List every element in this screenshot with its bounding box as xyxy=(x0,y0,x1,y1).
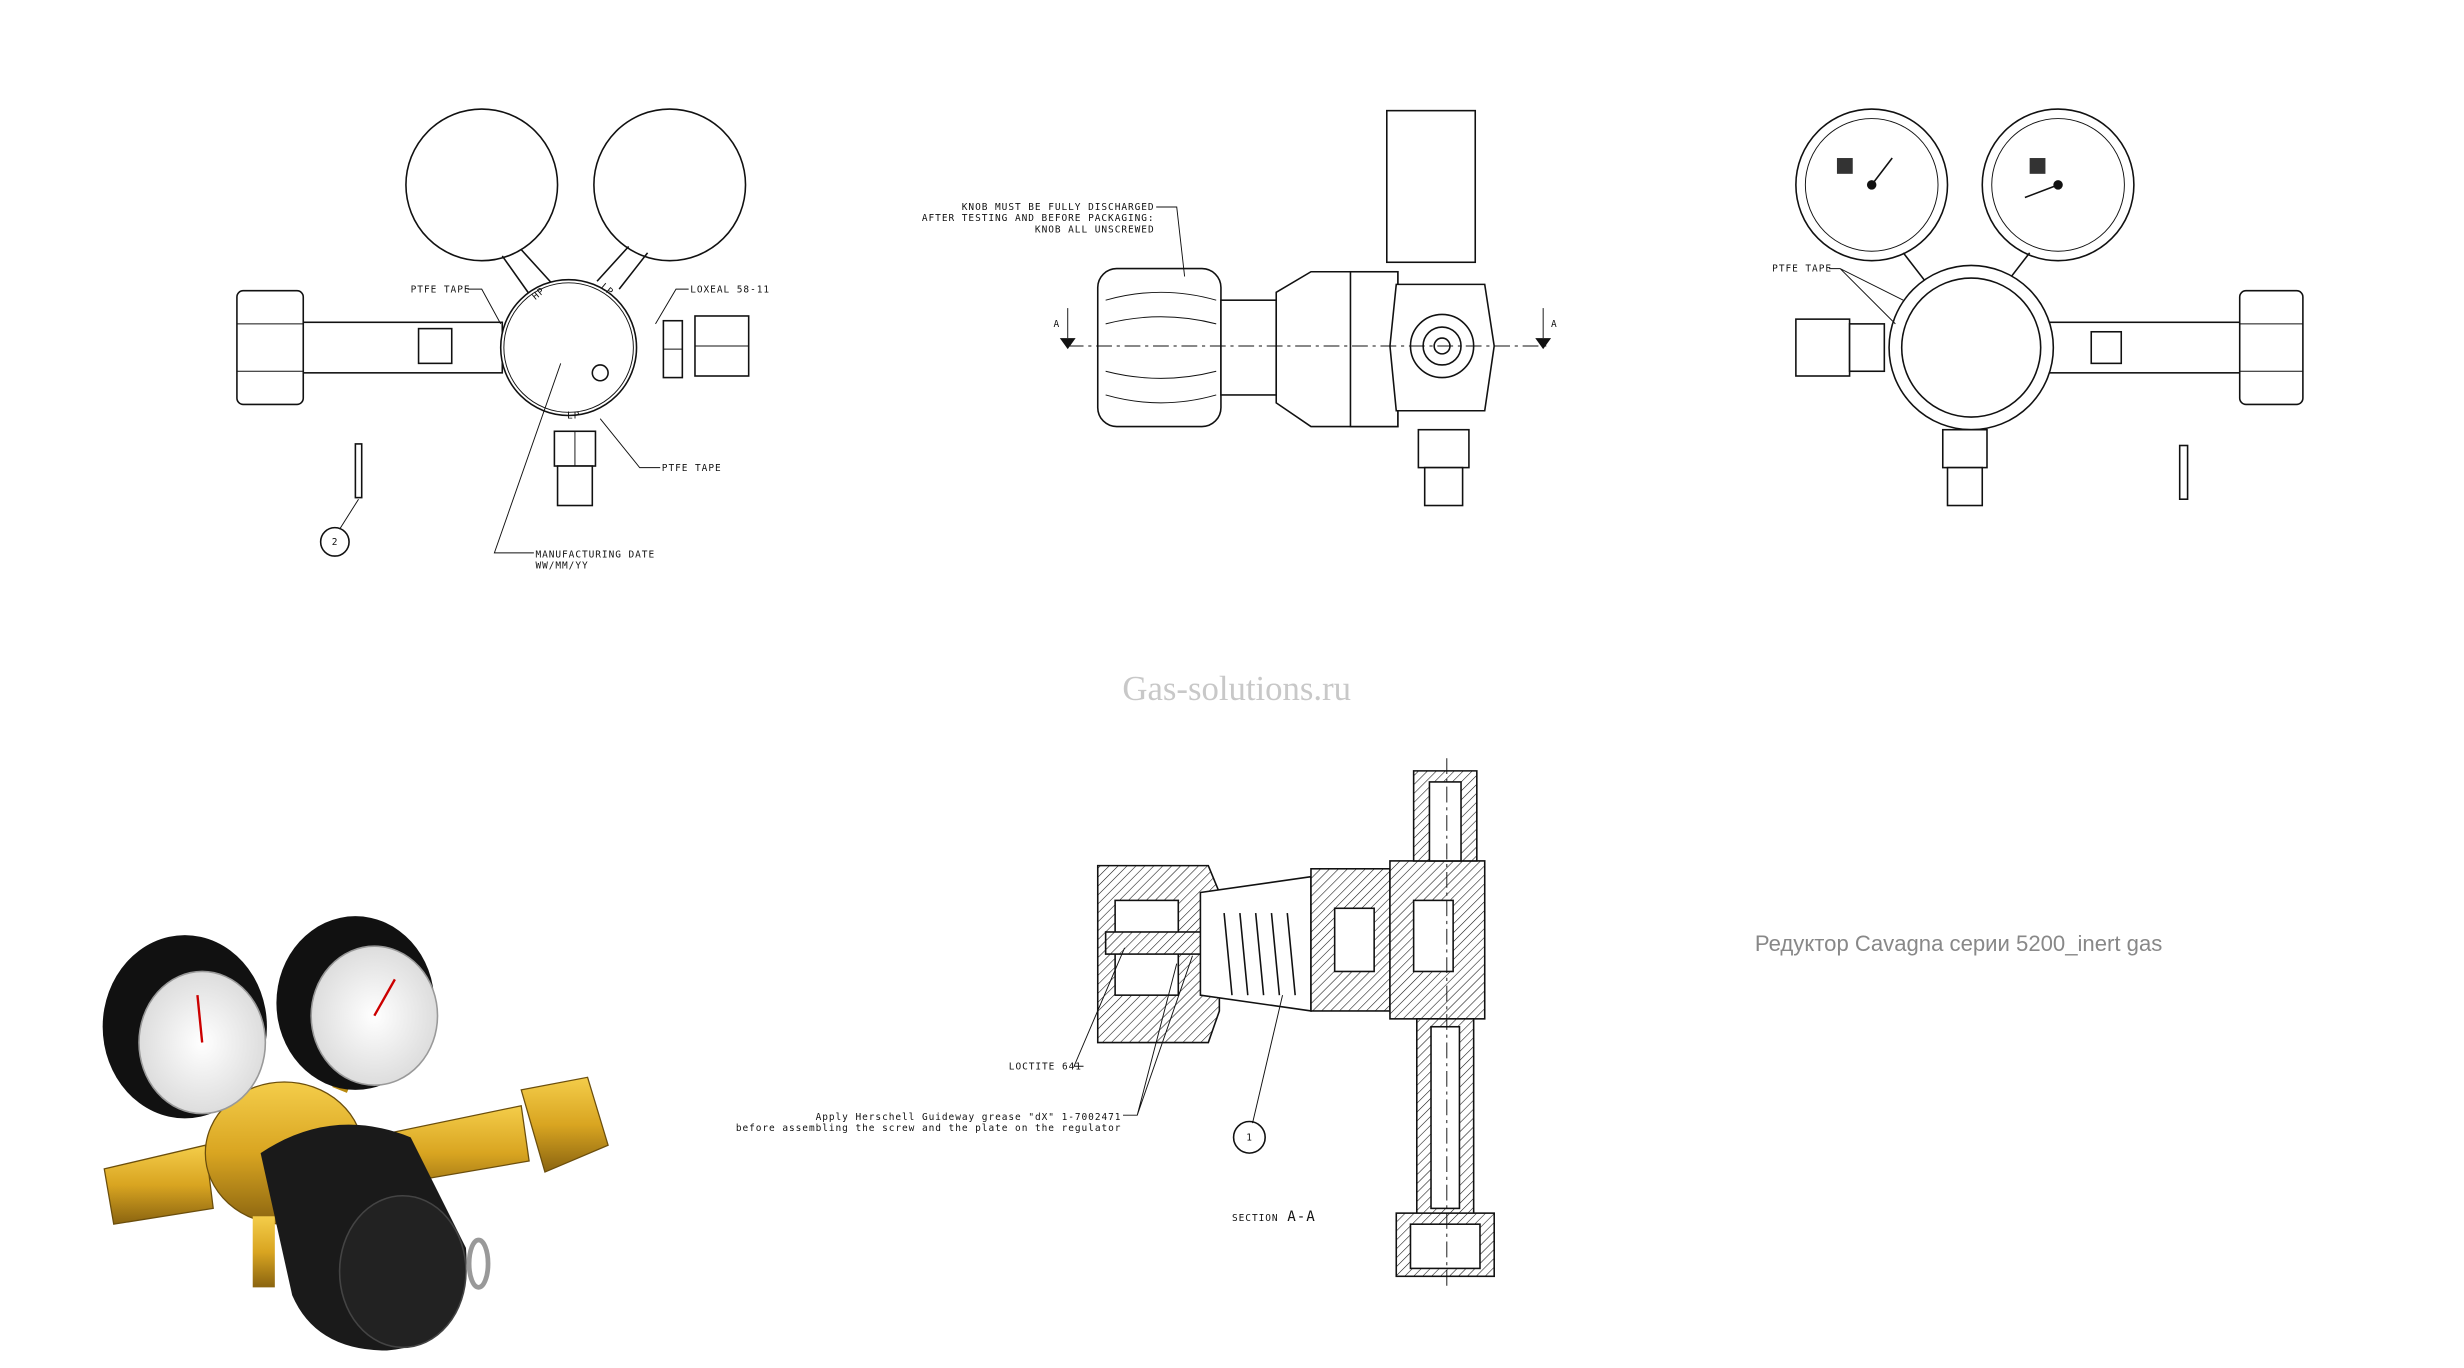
balloon-1 xyxy=(1232,1120,1266,1154)
ptfe-tape-label: PTFE TAPE xyxy=(411,284,471,295)
rear-view: PTFE TAPE xyxy=(1772,108,2304,507)
grease-note-line-1: Apply Herschell Guideway grease "dX" 1-7… xyxy=(816,1112,1122,1123)
hp-gauge-outline xyxy=(405,108,559,262)
manufacturing-date-label: MANUFACTURING DATE xyxy=(535,550,655,561)
regulator-3d-render xyxy=(102,916,609,1351)
side-view: A A KNOB MUST BE FULLY DISCHARGED AFTER … xyxy=(922,109,1558,507)
ptfe-tape-label-rear: PTFE TAPE xyxy=(1772,264,1832,275)
section-mark-right: A xyxy=(1551,319,1558,330)
balloon-1-number: 1 xyxy=(1246,1132,1253,1143)
knob-note-line-3: KNOB ALL UNSCREWED xyxy=(1035,224,1155,235)
section-title-prefix: SECTION xyxy=(1232,1213,1279,1224)
regulator-body-rear xyxy=(1888,264,2055,431)
manufacturing-date-format: WW/MM/YY xyxy=(535,561,588,572)
section-title: A-A xyxy=(1287,1209,1316,1225)
grease-note-line-2: before assembling the screw and the plat… xyxy=(736,1123,1122,1134)
watermark: Gas-solutions.ru xyxy=(1122,669,1351,708)
section-mark-left: A xyxy=(1054,319,1061,330)
lp-gauge-outline xyxy=(593,108,747,262)
ptfe-tape-label-2: PTFE TAPE xyxy=(662,463,722,474)
lp-marking: LP xyxy=(598,281,615,298)
knob-note-line-1: KNOB MUST BE FULLY DISCHARGED xyxy=(962,202,1155,213)
loxeal-label: LOXEAL 58-11 xyxy=(690,284,770,295)
balloon-2-number: 2 xyxy=(332,537,339,548)
section-a-a: LOCTITE 641 Apply Herschell Guideway gre… xyxy=(736,758,1495,1288)
balloon-2 xyxy=(319,526,350,557)
drawing-caption: Редуктор Cavagna серии 5200_inert gas xyxy=(1755,931,2162,956)
inlet-nut xyxy=(236,289,305,406)
knob-note-line-2: AFTER TESTING AND BEFORE PACKAGING: xyxy=(922,213,1155,224)
lp-bottom-marking: LP xyxy=(567,411,580,422)
regulator-body xyxy=(499,278,638,417)
front-view: HP LP LP PTFE TAPE LOXEAL 58-11 PTFE TAP… xyxy=(236,108,770,572)
loctite-label: LOCTITE 641 xyxy=(1009,1061,1082,1072)
